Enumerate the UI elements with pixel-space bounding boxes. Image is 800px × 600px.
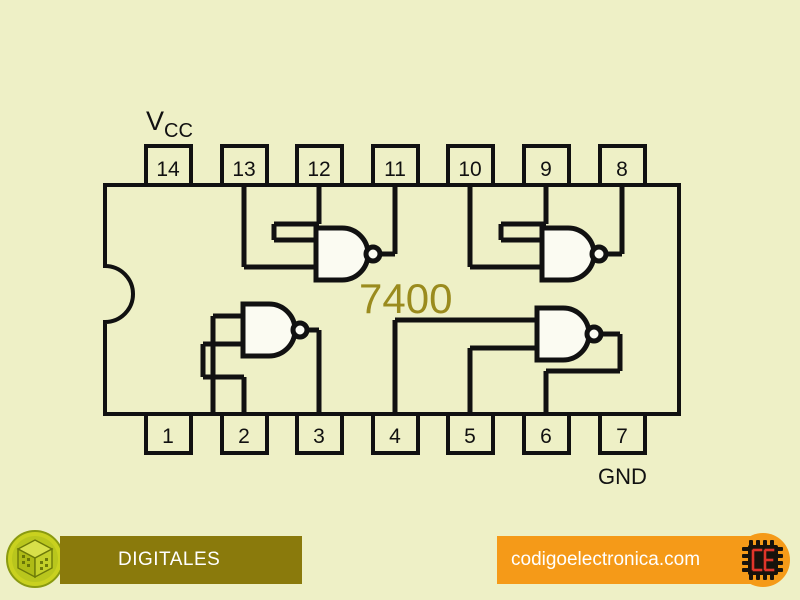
pin-number-9: 9 bbox=[540, 158, 552, 181]
vcc-label: V CC bbox=[146, 106, 193, 142]
bottom-pin-numbers: 1 2 3 4 5 6 7 bbox=[162, 425, 628, 448]
gate-c-inversion-bubble-icon bbox=[363, 244, 383, 264]
ce-chip-badge-icon[interactable] bbox=[735, 532, 791, 588]
gnd-label: GND bbox=[598, 464, 647, 489]
top-pin-boxes bbox=[144, 144, 647, 188]
gate-a-inversion-bubble-icon bbox=[290, 320, 310, 340]
gate-b-inversion-bubble-icon bbox=[584, 324, 604, 344]
gate-c-body bbox=[313, 225, 371, 283]
pin-number-4: 4 bbox=[389, 425, 401, 448]
category-label: DIGITALES bbox=[118, 549, 221, 570]
pin-number-3: 3 bbox=[313, 425, 325, 448]
bottom-pin-boxes bbox=[144, 411, 647, 455]
site-label: codigoelectronica.com bbox=[511, 549, 701, 570]
pin-box-6[interactable] bbox=[522, 411, 571, 455]
site-bar[interactable]: codigoelectronica.com bbox=[497, 536, 760, 584]
top-pin-numbers: 14 13 12 11 10 9 8 bbox=[156, 158, 628, 181]
gate-d-body bbox=[539, 225, 597, 283]
chip-label: 7400 bbox=[359, 275, 452, 322]
vcc-label-v: V bbox=[146, 106, 164, 136]
vcc-label-sub: CC bbox=[164, 120, 193, 142]
pin-box-2[interactable] bbox=[220, 411, 269, 455]
gate-a-nand[interactable] bbox=[240, 301, 310, 359]
category-bar[interactable]: DIGITALES bbox=[60, 536, 302, 584]
pin-box-4[interactable] bbox=[371, 411, 420, 455]
gate-a-body bbox=[240, 301, 298, 359]
gate-b-body bbox=[534, 305, 592, 363]
pin-number-8: 8 bbox=[616, 158, 628, 181]
pin-number-1: 1 bbox=[162, 425, 174, 448]
gate-d-inversion-bubble-icon bbox=[589, 244, 609, 264]
gate-d-nand[interactable] bbox=[539, 225, 609, 283]
pin-number-2: 2 bbox=[238, 425, 250, 448]
internal-wiring bbox=[200, 186, 625, 413]
ce-seven-segment-glyph bbox=[751, 548, 775, 572]
chip-die bbox=[748, 545, 778, 575]
pin-number-11: 11 bbox=[384, 158, 406, 181]
digital-cube-badge-icon[interactable] bbox=[6, 530, 64, 588]
pin-number-13: 13 bbox=[232, 158, 255, 181]
gate-c-nand[interactable] bbox=[313, 225, 383, 283]
footer-bar: DIGITALES codigoelectronica.com bbox=[0, 520, 800, 600]
pin-box-14[interactable] bbox=[144, 144, 193, 188]
gate-b-nand[interactable] bbox=[534, 305, 604, 363]
pin-number-6: 6 bbox=[540, 425, 552, 448]
pin-number-14: 14 bbox=[156, 158, 180, 181]
pin-box-5[interactable] bbox=[446, 411, 495, 455]
pin-number-12: 12 bbox=[307, 158, 330, 181]
cube-glyph bbox=[16, 539, 54, 579]
pin-number-7: 7 bbox=[616, 425, 628, 448]
pin-number-5: 5 bbox=[464, 425, 476, 448]
pin-number-10: 10 bbox=[458, 158, 481, 181]
pin-box-8[interactable] bbox=[598, 144, 647, 188]
pin-box-12[interactable] bbox=[295, 144, 344, 188]
